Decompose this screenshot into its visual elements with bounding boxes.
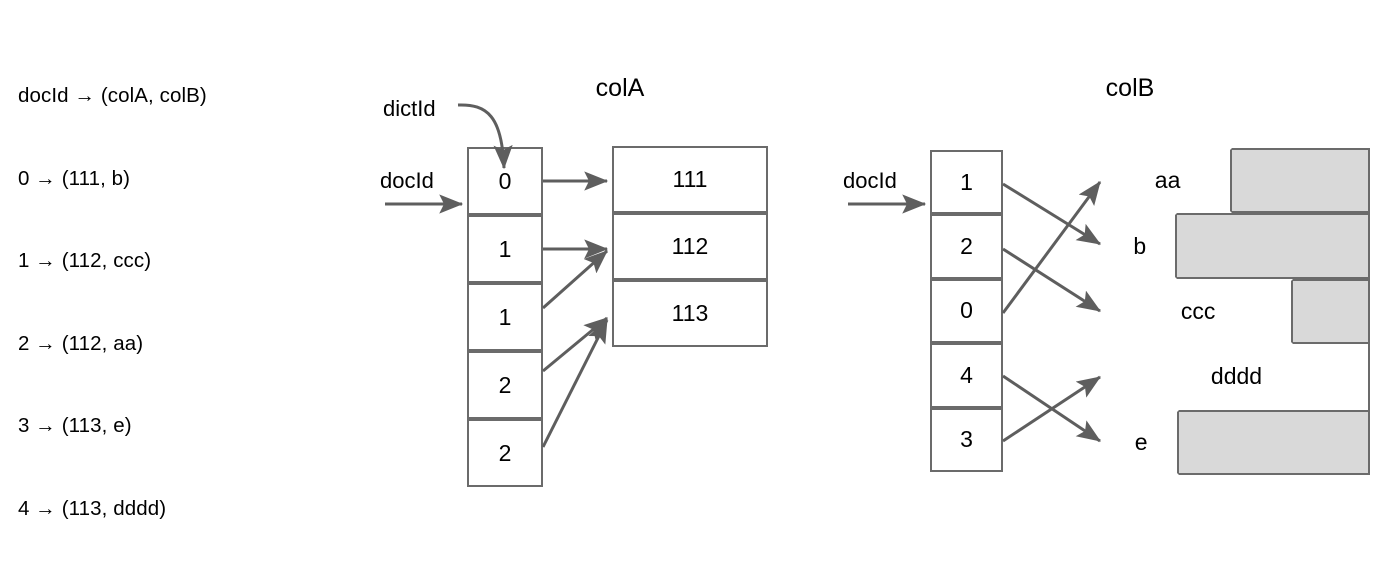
colA-index-cell-value: 0 <box>498 167 512 194</box>
colB-value-text: b <box>1133 232 1147 259</box>
colB-value-content: dddd <box>1105 344 1368 410</box>
colB-value-text: e <box>1134 428 1148 455</box>
colA-dictionary-value: 111 <box>672 166 708 192</box>
colB-value-content: b <box>1105 213 1177 279</box>
colA-index-cell-value: 1 <box>498 235 512 262</box>
colB-index-cell-value: 2 <box>960 233 973 260</box>
colB-mapping-arrow <box>1002 182 1102 246</box>
colB-index-cell-value: 4 <box>960 361 973 388</box>
colB-mapping-arrow <box>1001 181 1102 314</box>
colB-value-cell: b <box>1105 213 1370 279</box>
legend-line-3: 2 → (112, aa) <box>18 331 144 355</box>
dictid-label: dictId <box>383 96 436 121</box>
colB-value-cell: e <box>1105 409 1370 475</box>
colB-value-cell: aa <box>1105 148 1370 214</box>
legend-line-0: docId → (colA, colB) <box>18 84 207 107</box>
legend-line-5: 4 → (113, dddd) <box>18 496 167 520</box>
colB-value-content: aa <box>1105 148 1233 214</box>
colB-index-cell-value: 0 <box>960 297 973 324</box>
colA-index-cell: 2 <box>467 419 543 487</box>
colA-dictionary-cell: 113 <box>612 280 768 347</box>
colB-value-text: ccc <box>1180 297 1216 324</box>
colA-title: colA <box>595 74 645 102</box>
colB-index-cell: 3 <box>930 407 1003 472</box>
colB-mapping-arrow <box>1002 374 1101 443</box>
colB-value-cell: ccc <box>1105 278 1370 345</box>
colB-value-cell: dddd <box>1105 344 1370 410</box>
colB-mapping-arrow <box>1002 375 1102 443</box>
colA-dictionary-value: 113 <box>671 300 709 326</box>
colB-index-cell-value: 1 <box>960 168 973 195</box>
colA-docid-label: docId <box>380 168 434 193</box>
colA-index-cell-value: 2 <box>498 371 512 398</box>
legend-line-4: 3 → (113, e) <box>18 414 132 437</box>
legend-line-2: 1 → (112, ccc) <box>18 249 152 272</box>
docid-mapping-legend: docId → (colA, colB) 0 → (111, b) 1 → (1… <box>18 27 207 577</box>
colB-index-cell: 4 <box>930 343 1003 408</box>
colA-dictionary-value: 112 <box>671 233 709 259</box>
colB-mapping-arrow <box>1002 247 1102 313</box>
colB-index-cell: 2 <box>930 214 1003 279</box>
colA-index-cell-value: 1 <box>498 303 512 330</box>
colB-value-content: ccc <box>1105 278 1294 345</box>
colB-title: colB <box>1105 74 1155 102</box>
colB-value-text: aa <box>1154 167 1181 194</box>
colB-value-content: e <box>1105 409 1180 475</box>
colA-dictionary-cell: 111 <box>612 146 768 213</box>
diagram-canvas: docId → (colA, colB) 0 → (111, b) 1 → (1… <box>18 74 1370 520</box>
colB-docid-label: docId <box>843 168 897 193</box>
colA-index-cell-value: 2 <box>498 439 512 466</box>
colB-index-cell: 0 <box>930 278 1003 344</box>
colA-index-cell: 1 <box>467 215 543 283</box>
colA-mapping-arrow <box>541 318 609 448</box>
colA-mapping-arrow <box>542 249 608 310</box>
colA-index-cell: 1 <box>467 283 543 351</box>
colB-index-cell: 1 <box>930 150 1003 215</box>
legend-line-1: 0 → (111, b) <box>18 166 131 190</box>
colB-value-text: dddd <box>1210 363 1263 390</box>
colA-index-cell: 2 <box>467 351 543 419</box>
colA-mapping-arrow <box>542 316 608 373</box>
colA-dictionary-cell: 112 <box>612 213 768 280</box>
colA-index-cell: 0 <box>467 147 543 215</box>
colB-index-cell-value: 3 <box>960 426 973 453</box>
